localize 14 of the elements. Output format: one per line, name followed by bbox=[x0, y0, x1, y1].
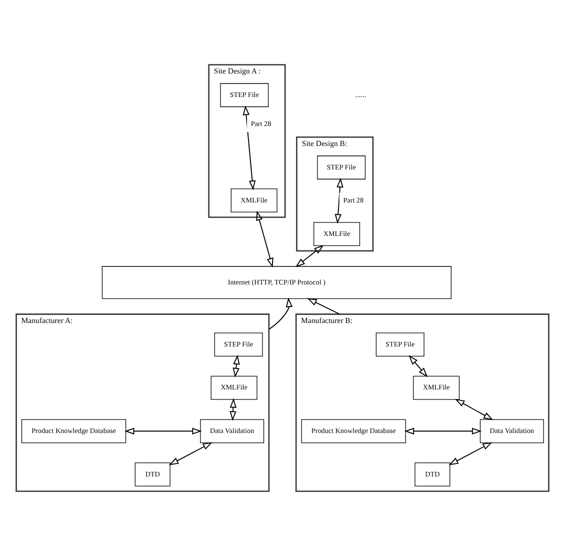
arrow bbox=[230, 398, 237, 420]
arrow bbox=[404, 427, 482, 434]
arrow bbox=[307, 298, 340, 314]
arrow bbox=[256, 210, 274, 268]
arrow bbox=[408, 354, 428, 377]
arrow bbox=[242, 104, 256, 190]
arrow bbox=[168, 442, 212, 465]
arrow bbox=[124, 427, 202, 434]
arrow bbox=[448, 442, 492, 465]
arrow bbox=[295, 244, 324, 267]
arrow bbox=[268, 296, 293, 330]
arrow bbox=[232, 354, 240, 378]
arrow bbox=[334, 177, 344, 224]
arrow bbox=[454, 398, 494, 420]
